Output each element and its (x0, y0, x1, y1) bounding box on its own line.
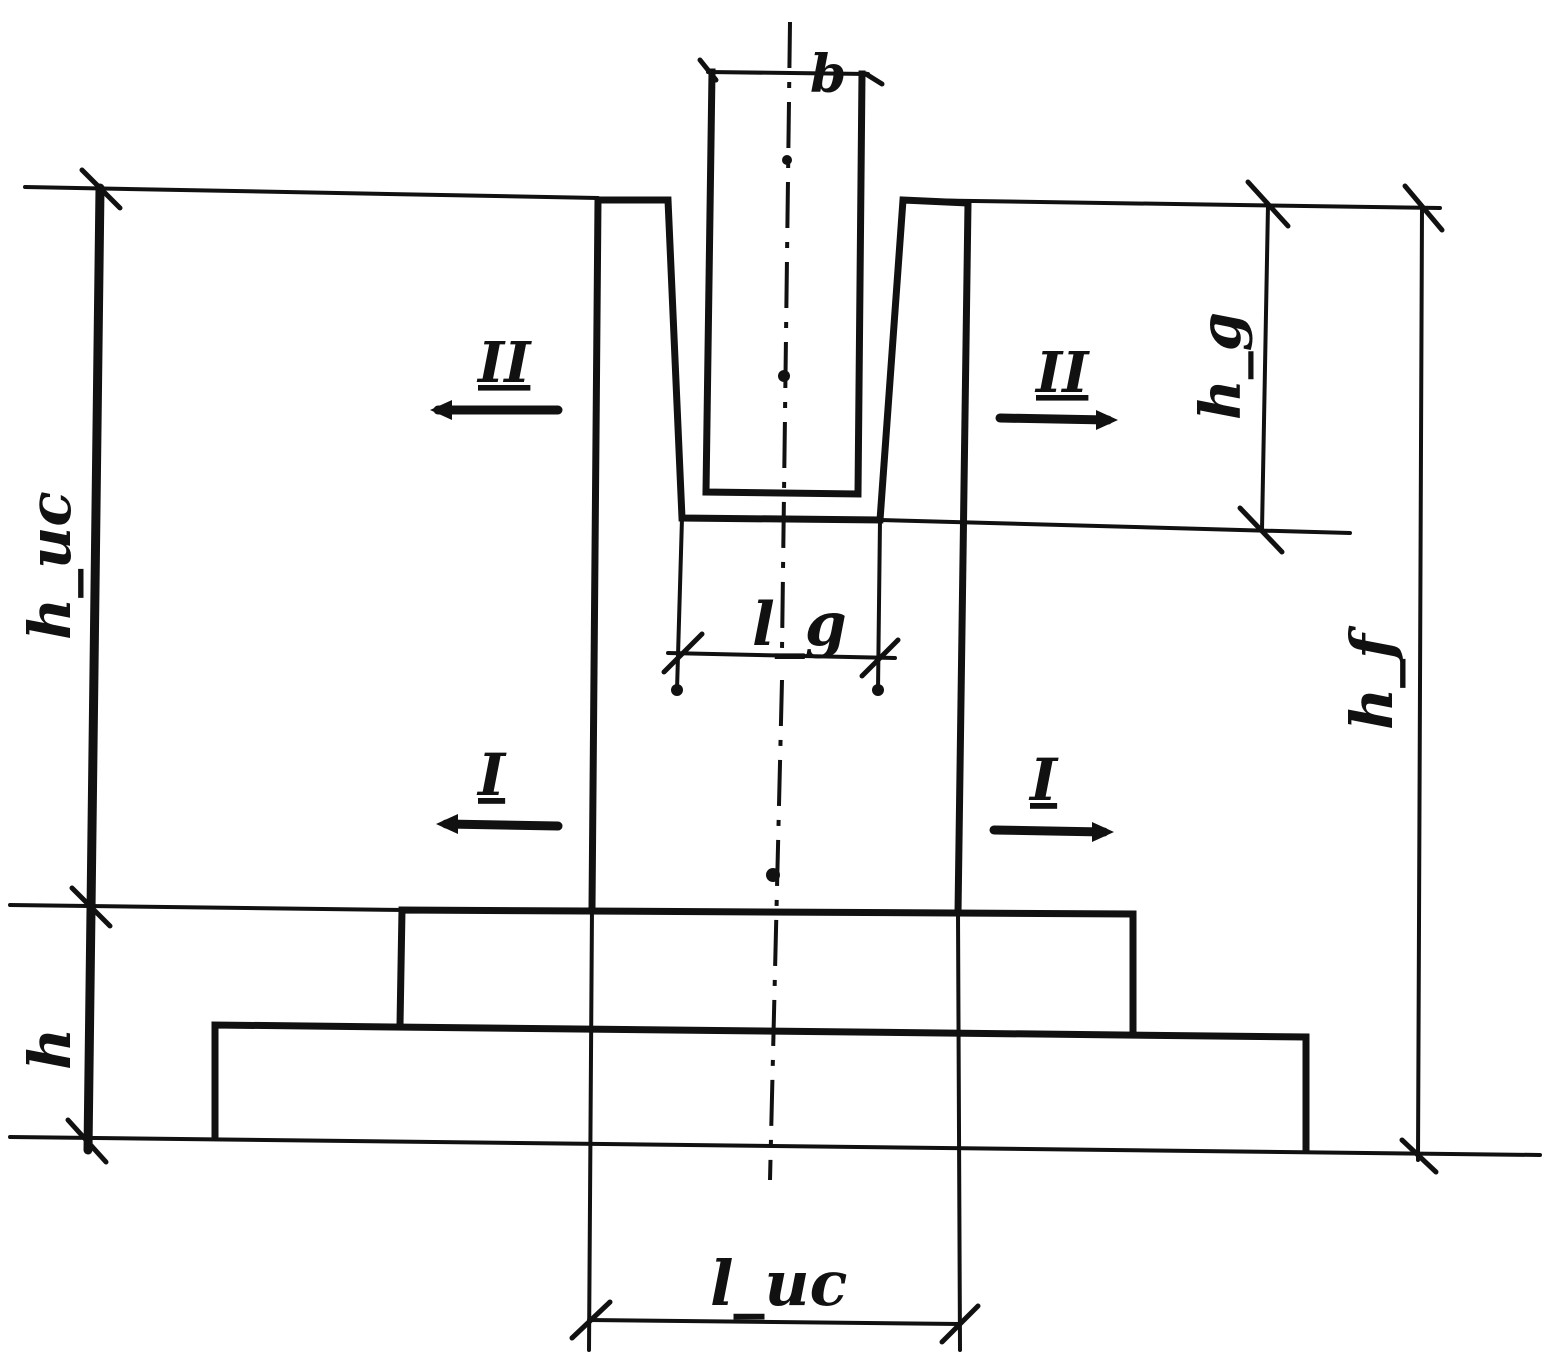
dim-tick-lg-right (859, 637, 901, 679)
label-pedestal-width: l_uc (710, 1247, 847, 1320)
axis-lower (768, 679, 784, 1181)
slab-top (8, 903, 407, 912)
dim-tick-top-right (1402, 183, 1445, 233)
socket-bottom-extension (878, 518, 1352, 535)
dim-socket-width (661, 631, 901, 679)
dim-tick-mid-left (69, 885, 113, 929)
socket-ext-right (876, 518, 882, 692)
socket-ext-left-end (671, 684, 683, 696)
dim-pedestal-width (569, 1299, 981, 1345)
column-outline (702, 68, 866, 498)
section-arrowhead-upper-right (1096, 410, 1118, 430)
socket-ext-right-end (872, 684, 884, 696)
dim-pedestal-width-line (587, 1318, 962, 1326)
dim-column-width-tick-left (697, 57, 719, 83)
label-foundation-height: h_f (1338, 625, 1406, 730)
label-step-height: h (16, 1028, 84, 1070)
pedestal-outline (588, 196, 972, 917)
label-socket-width: l_g (752, 590, 847, 660)
dim-column-width (697, 57, 885, 87)
section-arrowhead-lower-right (1092, 822, 1114, 842)
section-arrowhead-upper-left (430, 400, 452, 420)
label-socket-depth: h_g (1188, 312, 1254, 420)
dim-foundation-height (1399, 183, 1445, 1175)
dim-tick-bottom-right (1399, 1137, 1439, 1175)
upper-step (396, 906, 1137, 1034)
top-surface-right (903, 198, 1442, 210)
dim-socket-depth-line (1260, 203, 1270, 532)
section-label-upper-right: II (1034, 340, 1090, 406)
dim-socket-width-line (666, 651, 897, 660)
column-top (706, 70, 870, 76)
section-label-lower-left: I (476, 741, 507, 809)
axis-dot-3 (766, 868, 780, 882)
dim-tick-luc-right (939, 1303, 981, 1345)
label-column-width: b (810, 44, 846, 105)
dim-tick-socket-bottom (1237, 505, 1285, 555)
dim-tick-socket-top (1245, 179, 1291, 229)
pedestal-ext-right (956, 911, 962, 1352)
base-line (8, 1135, 1542, 1157)
section-label-lower-right: I (1028, 746, 1059, 814)
dim-tick-bottom-left (65, 1117, 109, 1165)
dim-total-height-line (83, 183, 105, 1155)
dim-tick-top-left (79, 167, 123, 211)
axis-upper (780, 21, 792, 651)
labels: b h_uc h_g h_f h l_g l_uc II II I I (16, 44, 1406, 1320)
section-label-upper-left: II (476, 330, 532, 396)
section-arrow-lower-left (441, 819, 563, 831)
section-arrows (430, 400, 1118, 842)
dim-socket-depth (1237, 179, 1291, 555)
axis-dot-1 (782, 155, 792, 165)
axis-dot-2 (778, 370, 790, 382)
dim-total-height (65, 167, 123, 1165)
socket-ext-left (675, 516, 684, 692)
top-surface-left (23, 185, 600, 200)
dim-tick-lg-left (661, 631, 705, 675)
section-arrow-lower-right (989, 825, 1109, 837)
structure (8, 68, 1542, 1352)
dim-foundation-height-line (1416, 206, 1424, 1162)
section-arrowhead-lower-left (436, 814, 458, 834)
dim-tick-luc-left (569, 1299, 613, 1341)
dim-column-width-tick-right (863, 71, 885, 87)
center-axis (766, 21, 792, 1181)
pedestal-ext-left (587, 906, 594, 1352)
label-total-height: h_uc (16, 491, 84, 640)
lower-step (211, 1021, 1310, 1154)
section-arrow-upper-right (995, 413, 1113, 425)
